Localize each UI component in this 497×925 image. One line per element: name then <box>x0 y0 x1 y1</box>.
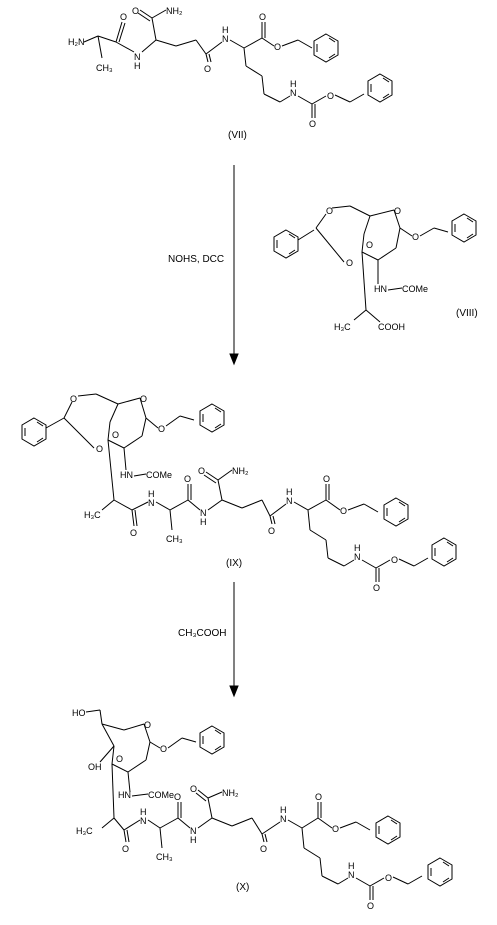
atom-o: O <box>385 873 392 883</box>
atom-hn: HN <box>374 284 387 294</box>
atom-nh2: NH₂ <box>166 6 183 16</box>
atom-o: O <box>326 206 333 216</box>
atom-o: O <box>140 394 147 404</box>
atom-o: O <box>130 528 137 538</box>
atom-h: H <box>286 487 293 497</box>
label-x: (X) <box>236 882 249 893</box>
atom-o: O <box>198 466 205 476</box>
atom-h: H <box>354 543 361 553</box>
atom-o: O <box>112 430 119 440</box>
atom-o: O <box>158 424 165 434</box>
atom-h: H <box>280 805 287 815</box>
atom-come: COMe <box>146 470 172 480</box>
atom-n: N <box>200 508 207 518</box>
atom-o: O <box>412 232 419 242</box>
atom-o: O <box>367 901 374 911</box>
atom-o: O <box>366 240 373 250</box>
label-ix: (IX) <box>226 558 242 569</box>
atom-n: N <box>290 88 297 98</box>
atom-o: O <box>174 792 181 802</box>
atom-hn: HN <box>118 790 131 800</box>
atom-o: O <box>373 583 380 593</box>
reaction-arrow-2: CH₃COOH <box>178 582 239 698</box>
reagents-step-1: NOHS, DCC <box>168 254 224 265</box>
compound-vii: H₂N CH₃ O N H NH₂ O O N H O O <box>68 6 393 141</box>
atom-o: O <box>340 506 347 516</box>
compound-viii: O O O O O HN COMe H₃C COOH (VIII) <box>273 205 478 332</box>
atom-h3c: H₃C <box>334 322 351 332</box>
atom-o: O <box>332 824 339 834</box>
atom-n: N <box>354 552 361 562</box>
atom-h: H <box>140 807 147 817</box>
atom-come: COMe <box>402 284 428 294</box>
atom-come: COMe <box>148 790 174 800</box>
atom-h: H <box>200 517 207 527</box>
atom-cooh: COOH <box>378 322 405 332</box>
atom-n: N <box>140 816 147 826</box>
atom-ch3: CH₃ <box>96 63 113 73</box>
atom-n: N <box>280 814 287 824</box>
atom-o: O <box>327 91 334 101</box>
atom-h3c: H₃C <box>84 510 101 520</box>
atom-o: O <box>204 64 211 74</box>
atom-o: O <box>309 119 316 129</box>
atom-o: O <box>260 844 267 854</box>
label-vii: (VII) <box>228 130 247 141</box>
atom-o: O <box>70 394 77 404</box>
atom-h: H <box>134 61 141 71</box>
atom-ch3: CH₃ <box>156 852 173 862</box>
reagents-step-2: CH₃COOH <box>178 628 227 639</box>
atom-n: N <box>222 34 229 44</box>
reaction-arrow-1: NOHS, DCC <box>168 165 239 366</box>
atom-o: O <box>268 526 275 536</box>
atom-n: N <box>134 52 141 62</box>
atom-h: H <box>222 25 229 35</box>
atom-h: H <box>290 79 297 89</box>
atom-h: H <box>348 861 355 871</box>
atom-h2n: H₂N <box>68 37 85 47</box>
compound-x: HO O OH O O HN COMe H₃C O N H C <box>72 708 453 911</box>
atom-o: O <box>96 444 103 454</box>
atom-h: H <box>148 489 155 499</box>
atom-n: N <box>148 498 155 508</box>
label-viii: (VIII) <box>456 308 478 319</box>
atom-h3c: H₃C <box>76 826 93 836</box>
atom-nh2: NH₂ <box>232 466 249 476</box>
atom-o: O <box>315 792 322 802</box>
atom-nh2: NH₂ <box>222 788 239 798</box>
atom-o: O <box>160 744 167 754</box>
atom-n: N <box>286 496 293 506</box>
atom-n: N <box>348 870 355 880</box>
atom-o: O <box>274 42 281 52</box>
atom-o: O <box>259 12 266 22</box>
atom-o: O <box>144 720 151 730</box>
compound-ix: O O O O O HN COMe H₃C O N H CH₃ <box>21 393 457 593</box>
atom-ch3: CH₃ <box>166 534 183 544</box>
atom-oh: OH <box>88 762 102 772</box>
atom-o: O <box>116 754 123 764</box>
atom-o: O <box>346 258 353 268</box>
atom-o: O <box>184 474 191 484</box>
atom-o: O <box>120 12 127 22</box>
atom-o: O <box>122 844 129 854</box>
atom-o: O <box>323 474 330 484</box>
atom-ho: HO <box>72 708 86 718</box>
atom-o: O <box>190 784 197 794</box>
atom-n: N <box>190 826 197 836</box>
atom-hn: HN <box>120 470 133 480</box>
atom-o: O <box>394 206 401 216</box>
atom-h: H <box>190 835 197 845</box>
atom-o: O <box>391 555 398 565</box>
atom-o: O <box>132 6 139 16</box>
